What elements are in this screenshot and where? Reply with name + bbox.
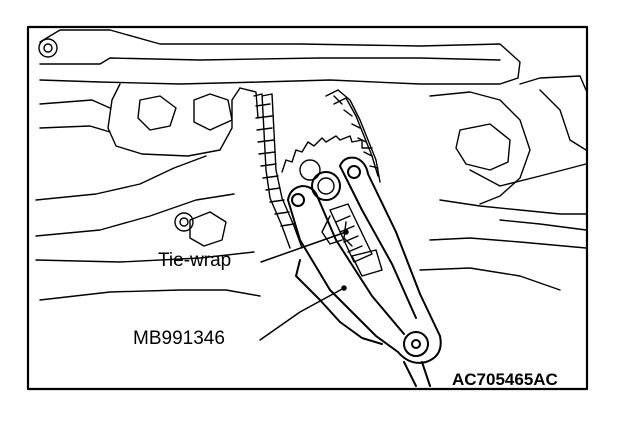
tool-leader <box>259 287 345 341</box>
right-casting-outline <box>419 75 587 291</box>
figure-border <box>26 25 589 391</box>
engine-block-outline <box>35 29 521 301</box>
crank-sprocket <box>281 135 373 201</box>
chain-tensioner <box>321 203 383 277</box>
figure-reference-code: AC705465AC <box>452 370 558 389</box>
timing-chain <box>253 89 381 249</box>
tie-wrap-leader <box>260 231 347 263</box>
special-tool-callout: MB991346 <box>133 328 225 349</box>
special-tool-outline <box>287 156 442 387</box>
tie-wrap-callout: Tie-wrap <box>158 250 232 271</box>
leader-lines <box>259 229 349 341</box>
